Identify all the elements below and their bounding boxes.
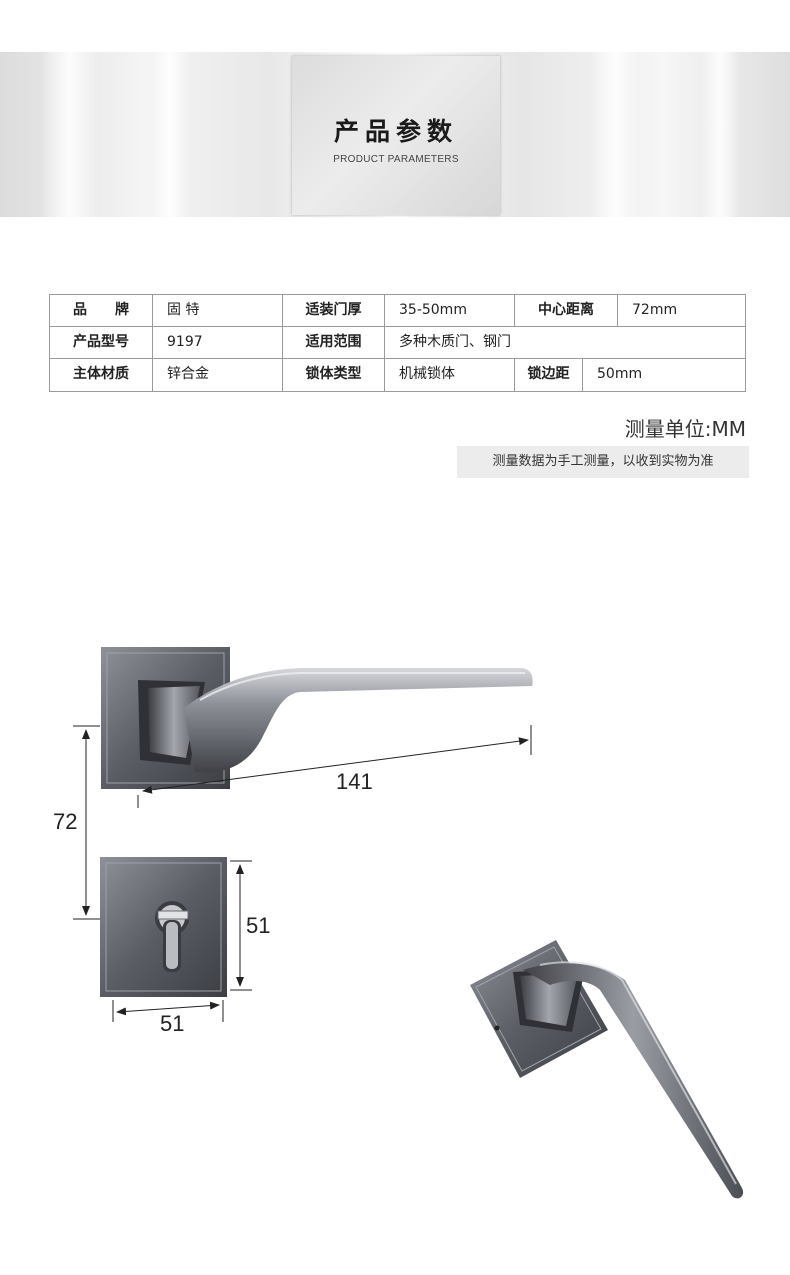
keyhole-icon xyxy=(155,901,189,972)
page-title: 产品参数 xyxy=(333,117,458,146)
spec-label-scope: 适用范围 xyxy=(283,327,385,358)
measure-note: 测量数据为手工测量，以收到实物为准 xyxy=(457,446,749,478)
banner-highlight xyxy=(40,52,100,217)
table-row: 品 牌 固 特 适装门厚 35-50mm 中心距离 72mm xyxy=(50,295,745,327)
spec-label-center-distance: 中心距离 xyxy=(515,295,618,326)
spec-value-center-distance: 72mm xyxy=(632,302,678,318)
spec-label-brand: 品 牌 xyxy=(50,295,153,326)
table-row: 产品型号 9197 适用范围 多种木质门、钢门 xyxy=(50,327,745,359)
spec-value-lock-type: 机械锁体 xyxy=(385,359,515,391)
dim-line-length xyxy=(137,725,532,808)
product-illustration xyxy=(73,647,744,1199)
measure-unit: 测量单位:MM xyxy=(624,417,746,441)
spec-value-scope: 多种木质门、钢门 xyxy=(399,334,511,350)
dim-label-rose-height: 51 xyxy=(246,913,271,938)
dim-label-length: 141 xyxy=(336,769,373,794)
spec-label-door-thickness: 适装门厚 xyxy=(283,295,385,326)
spec-label-backset: 锁边距 xyxy=(515,359,583,391)
banner-highlight xyxy=(590,52,640,217)
banner-highlight xyxy=(150,52,190,217)
spec-label-lock-type: 锁体类型 xyxy=(283,359,385,391)
key-rose xyxy=(100,857,227,997)
spec-label-material: 主体材质 xyxy=(50,359,153,391)
dim-label-center: 72 xyxy=(53,809,78,834)
spec-table: 品 牌 固 特 适装门厚 35-50mm 中心距离 72mm 产品型号 9197… xyxy=(49,294,746,392)
dim-label-rose-width: 51 xyxy=(160,1011,185,1036)
banner-highlight xyxy=(700,52,740,217)
dim-line-rose-height xyxy=(230,860,252,991)
table-row: 主体材质 锌合金 锁体类型 机械锁体 锁边距 50mm xyxy=(50,359,745,391)
dim-line-rose-width xyxy=(112,1000,224,1022)
page-subtitle: PRODUCT PARAMETERS xyxy=(333,154,459,165)
handle-lever xyxy=(184,668,533,773)
spec-label-model: 产品型号 xyxy=(50,327,153,358)
dim-line-center xyxy=(73,725,100,920)
title-plate: 产品参数 PRODUCT PARAMETERS xyxy=(292,56,500,215)
spec-value-material: 锌合金 xyxy=(153,359,283,391)
spec-value-backset: 50mm xyxy=(597,366,643,382)
spec-value-brand: 固 特 xyxy=(153,295,283,326)
spec-value-model: 9197 xyxy=(153,327,283,358)
product-drawing: 141 72 51 51 xyxy=(0,560,790,1271)
spec-value-door-thickness: 35-50mm xyxy=(385,295,515,326)
handle-perspective xyxy=(470,940,744,1199)
